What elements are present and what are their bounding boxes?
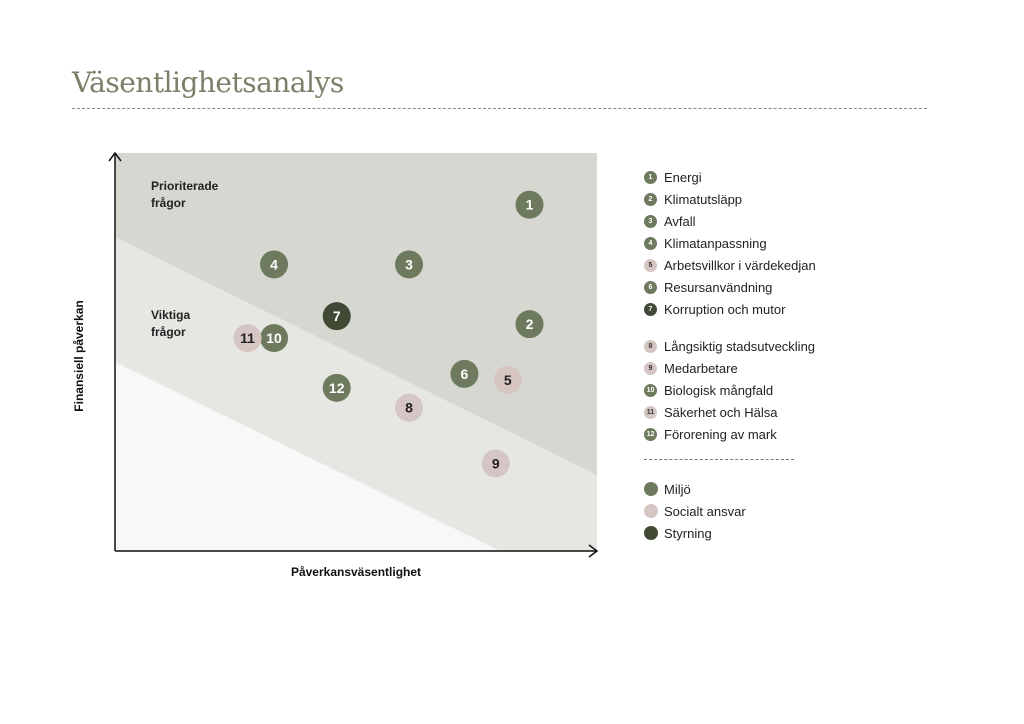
legend: 1 Energi 2 Klimatutsläpp 3 Avfall 4 Klimatanpas… (644, 166, 816, 544)
legend-label: Klimatutsläpp (664, 191, 743, 207)
point-marker (515, 190, 544, 219)
category-label: Socialt ansvar (664, 503, 746, 519)
legend-item-11: 11 Säkerhet och Hälsa (644, 401, 816, 423)
legend-item-9: 9 Medarbetare (644, 357, 816, 379)
data-point-6: 6 (450, 359, 479, 388)
zone-label-prioritized-2: frågor (151, 196, 186, 210)
x-axis-label: Påverkansväsentlighet (291, 565, 421, 579)
legend-item-1: 1 Energi (644, 166, 816, 188)
point-label: 10 (266, 330, 282, 346)
point-marker (450, 359, 479, 388)
point-label: 6 (461, 366, 469, 382)
data-point-12: 12 (322, 373, 351, 402)
data-point-10: 10 (260, 324, 289, 353)
zone-label-prioritized-1: Prioriterade (151, 179, 219, 193)
legend-marker: 11 (644, 405, 657, 419)
point-marker (322, 302, 351, 331)
legend-label: Medarbetare (664, 360, 738, 376)
title-divider (72, 108, 927, 109)
category-marker (644, 526, 658, 540)
legend-marker: 12 (644, 427, 657, 441)
data-point-1: 1 (515, 190, 544, 219)
zone-prioritized (115, 153, 597, 475)
data-point-7: 7 (322, 302, 351, 331)
legend-category-social: Socialt ansvar (644, 500, 816, 522)
page-title: Väsentlighetsanalys (72, 66, 344, 99)
category-marker (644, 482, 658, 496)
legend-marker: 9 (644, 361, 657, 375)
category-label: Styrning (664, 525, 712, 541)
legend-divider (644, 459, 794, 460)
point-marker (395, 393, 424, 422)
point-label: 11 (240, 330, 255, 346)
data-point-3: 3 (395, 250, 424, 279)
point-marker (260, 324, 289, 353)
legend-marker: 1 (644, 170, 657, 184)
category-marker (644, 504, 658, 518)
legend-label: Förorening av mark (664, 426, 777, 442)
legend-marker: 4 (644, 236, 657, 250)
zone-label-important-1: Viktiga (151, 308, 190, 322)
legend-marker: 6 (644, 280, 657, 294)
x-axis-arrow-icon (588, 544, 599, 558)
point-label: 4 (270, 256, 278, 272)
legend-label: Energi (664, 169, 702, 185)
legend-marker: 7 (644, 302, 657, 316)
legend-item-6: 6 Resursanvändning (644, 276, 816, 298)
legend-label: Säkerhet och Hälsa (664, 404, 778, 420)
legend-item-3: 3 Avfall (644, 210, 816, 232)
data-point-4: 4 (260, 250, 289, 279)
legend-item-7: 7 Korruption och mutor (644, 298, 816, 320)
data-point-5: 5 (493, 365, 522, 394)
legend-label: Biologisk mångfald (664, 382, 774, 398)
legend-label: Avfall (664, 213, 696, 229)
point-label: 1 (526, 197, 534, 213)
point-label: 8 (405, 400, 413, 416)
legend-item-2: 2 Klimatutsläpp (644, 188, 816, 210)
legend-category-styrning: Styrning (644, 522, 816, 544)
point-label: 9 (492, 455, 500, 471)
legend-marker: 10 (644, 383, 657, 397)
legend-label: Arbetsvillkor i värdekedjan (664, 257, 816, 273)
legend-category-miljo: Miljö (644, 478, 816, 500)
point-marker (395, 250, 424, 279)
legend-item-5: 5 Arbetsvillkor i värdekedjan (644, 254, 816, 276)
point-marker (493, 365, 522, 394)
point-label: 12 (329, 380, 345, 396)
data-point-8: 8 (395, 393, 424, 422)
legend-marker: 3 (644, 214, 657, 228)
legend-marker: 8 (644, 339, 657, 353)
data-point-11: 11 (233, 324, 262, 353)
point-marker (260, 250, 289, 279)
zone-label-important-2: frågor (151, 325, 186, 339)
legend-marker: 5 (644, 258, 657, 272)
legend-item-10: 10 Biologisk mångfald (644, 379, 816, 401)
point-label: 7 (333, 308, 341, 324)
point-marker (481, 449, 510, 478)
data-point-2: 2 (515, 310, 544, 339)
legend-label: Långsiktig stadsutveckling (664, 338, 816, 354)
legend-item-8: 8 Långsiktig stadsutveckling (644, 335, 816, 357)
category-label: Miljö (664, 481, 691, 497)
y-axis-arrow-icon (108, 151, 122, 162)
point-marker (322, 373, 351, 402)
legend-label: Resursanvändning (664, 279, 773, 295)
point-marker (233, 324, 262, 353)
legend-marker: 2 (644, 192, 657, 206)
legend-label: Klimatanpassning (664, 235, 767, 251)
legend-label: Korruption och mutor (664, 301, 786, 317)
data-point-9: 9 (481, 449, 510, 478)
legend-item-12: 12 Förorening av mark (644, 423, 816, 445)
point-label: 3 (405, 256, 413, 272)
y-axis-label: Finansiell påverkan (72, 300, 86, 411)
point-marker (515, 310, 544, 339)
point-label: 5 (504, 372, 512, 388)
legend-item-4: 4 Klimatanpassning (644, 232, 816, 254)
point-label: 2 (526, 316, 534, 332)
